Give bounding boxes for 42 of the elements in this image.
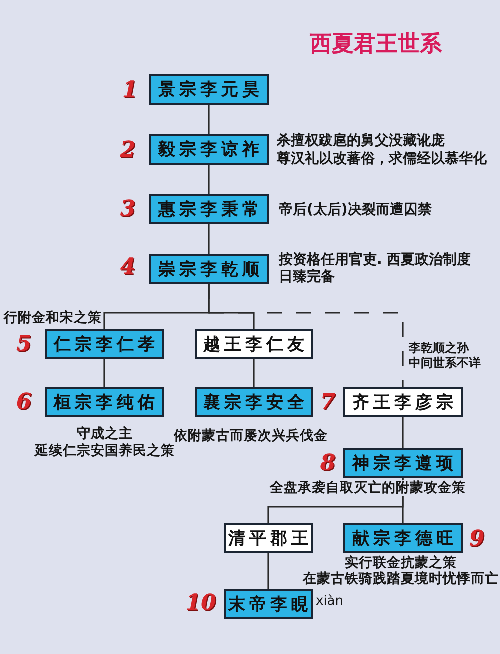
- callout-number: 7: [320, 391, 336, 413]
- callout-number: 2: [120, 139, 136, 161]
- connector: [208, 165, 210, 194]
- callout-number: 3: [120, 198, 136, 220]
- note-text: 依附蒙古而屡次兴兵伐金: [174, 428, 328, 444]
- connector: [208, 224, 210, 254]
- name-box: 景宗李元昊: [149, 74, 269, 105]
- connector: [208, 284, 255, 329]
- title: 西夏君王世系: [310, 34, 442, 56]
- note-text: 杀擅权跋扈的舅父没藏讹庞: [277, 133, 445, 150]
- callout-number: 1: [122, 79, 138, 101]
- note-text: 实行联金抗蒙之策: [345, 555, 457, 571]
- note-text: 守成之主: [77, 426, 133, 442]
- note-text: 尊汉礼以改蕃俗，求儒经以慕华化: [277, 151, 487, 168]
- name-box: 清平郡王: [224, 523, 313, 553]
- name-box: 惠宗李秉常: [149, 194, 269, 224]
- name-box: 献宗李德旺: [343, 523, 463, 553]
- note-text: 全盘承袭自取灭亡的附蒙攻金策: [270, 480, 466, 496]
- connector: [208, 105, 210, 134]
- note-text: 在蒙古铁骑践踏夏境时忧悸而亡: [303, 571, 499, 587]
- note-text: 帝后(太后)决裂而遭囚禁: [279, 202, 432, 219]
- connector: [402, 417, 404, 448]
- name-box: 齐王李彦宗: [343, 387, 463, 417]
- callout-number: 5: [16, 333, 32, 355]
- callout-number: 6: [16, 391, 32, 413]
- name-box: 仁宗李仁孝: [45, 329, 164, 359]
- name-box: 襄宗李安全: [195, 387, 313, 417]
- connector: [253, 359, 255, 387]
- name-box: 桓宗李纯佑: [45, 387, 164, 417]
- name-box: 末帝李睍: [224, 589, 313, 619]
- name-box: 越王李仁友: [195, 329, 313, 359]
- note-text: 行附金和宋之策: [4, 310, 102, 326]
- callout-number: 9: [469, 528, 485, 550]
- name-box: 神宗李遵顼: [343, 448, 463, 478]
- name-box: 崇宗李乾顺: [149, 254, 269, 284]
- callout-number: 8: [320, 452, 336, 474]
- connector: [104, 359, 106, 387]
- callout-number: 10: [186, 592, 216, 614]
- name-box: 毅宗李谅祚: [149, 134, 269, 165]
- note-text: 延续仁宗安国养民之策: [35, 443, 175, 459]
- callout-number: 4: [120, 256, 136, 278]
- connector: [268, 553, 270, 589]
